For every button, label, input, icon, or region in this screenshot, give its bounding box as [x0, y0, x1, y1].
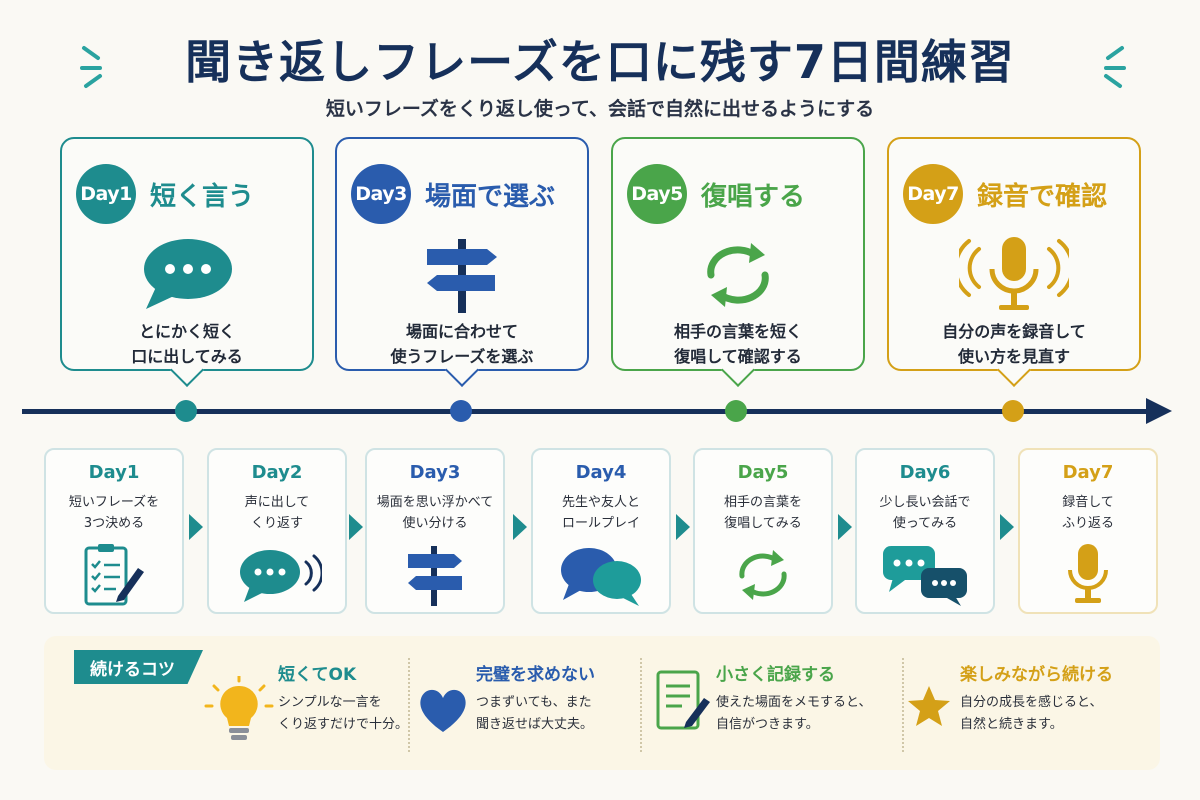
highlight-card-day1: Day1 短く言う とにかく短く 口に出してみる	[60, 137, 314, 387]
card-description: 相手の言葉を短く 復唱して確認する	[673, 322, 802, 366]
lightbulb-icon	[204, 676, 274, 740]
sparkle-left-icon	[80, 46, 102, 88]
highlight-card-day5: Day5 復唱する 相手の言葉を短く 復唱して確認する	[611, 137, 865, 387]
day-description: 声に出して くり返す	[244, 495, 310, 531]
highlight-card-day7: Day7 録音で確認 自分の声を録音して 使い方を見直す	[887, 137, 1141, 387]
step-arrow-icon	[838, 514, 852, 540]
star-icon	[908, 686, 950, 726]
day-badge: Day3	[351, 164, 411, 224]
tip-description: つまずいても、また 聞き返せば大丈夫。	[476, 695, 594, 732]
notepad-pencil-icon	[656, 670, 710, 730]
day-card-5: Day5 相手の言葉を 復唱してみる	[693, 448, 833, 614]
tip-description: シンプルな一言を くり返すだけで十分。	[278, 695, 409, 732]
tip-divider	[640, 658, 642, 752]
step-arrow-icon	[349, 514, 363, 540]
day-card-7: Day7 録音して ふり返る	[1018, 448, 1158, 614]
step-arrow-icon	[1000, 514, 1014, 540]
card-description: 自分の声を録音して 使い方を見直す	[942, 322, 1086, 366]
card-title: 場面で選ぶ	[425, 181, 556, 212]
page-subtitle: 短いフレーズをくり返し使って、会話で自然に出せるようにする	[325, 98, 875, 120]
speech-bubble-icon	[144, 239, 232, 309]
day-label: Day2	[251, 462, 303, 483]
timeline-node-day5	[725, 400, 747, 422]
conversation-bubbles-icon	[561, 548, 641, 606]
highlight-card-day3: Day3 場面で選ぶ 場面に合わせて 使うフレーズを選ぶ	[335, 137, 589, 387]
day-card-3: Day3 場面を思い浮かべて 使い分ける	[365, 448, 505, 614]
tip-divider	[408, 658, 410, 752]
day-description: 先生や友人と ロールプレイ	[561, 495, 640, 531]
tip-title: 楽しみながら続ける	[960, 665, 1113, 685]
step-arrow-icon	[189, 514, 203, 540]
tip-description: 自分の成長を感じると、 自然と続きます。	[960, 695, 1103, 732]
chat-bubbles-icon	[883, 546, 967, 606]
day-label: Day6	[899, 462, 951, 483]
timeline-arrow	[22, 398, 1172, 424]
card-title: 復唱する	[701, 181, 806, 212]
day-description: 相手の言葉を 復唱してみる	[723, 495, 802, 531]
card-title: 短く言う	[150, 181, 255, 212]
day-label: Day1	[88, 462, 140, 483]
card-description: 場面に合わせて 使うフレーズを選ぶ	[390, 322, 534, 366]
signpost-icon	[408, 546, 462, 606]
day-label: Day4	[575, 462, 627, 483]
card-description: とにかく短く 口に出してみる	[131, 322, 243, 366]
day-card-4: Day4 先生や友人と ロールプレイ	[531, 448, 671, 614]
repeat-arrows-icon	[707, 243, 769, 307]
day-description: 録音して ふり返る	[1061, 495, 1114, 531]
sparkle-right-icon	[1104, 46, 1126, 88]
tip-title: 完璧を求めない	[476, 665, 595, 685]
day-description: 場面を思い浮かべて 使い分ける	[376, 495, 494, 531]
page-title: 聞き返しフレーズを口に残す7日間練習	[185, 35, 1015, 89]
heart-icon	[420, 689, 466, 732]
speaking-bubble-icon	[240, 550, 322, 602]
day-badge: Day5	[627, 164, 687, 224]
repeat-arrows-icon	[739, 550, 787, 600]
day-label: Day3	[409, 462, 461, 483]
timeline-node-day1	[175, 400, 197, 422]
step-arrow-icon	[676, 514, 690, 540]
tips-tag: 続けるコツ	[74, 650, 203, 684]
day-badge: Day7	[903, 164, 963, 224]
clipboard-checklist-icon	[84, 544, 144, 606]
tip-divider	[902, 658, 904, 752]
day-label: Day5	[737, 462, 789, 483]
tip-title: 小さく記録する	[716, 665, 835, 685]
day-card-1: Day1 短いフレーズを 3つ決める	[44, 448, 184, 614]
step-arrow-icon	[513, 514, 527, 540]
tip-title: 短くてOK	[278, 665, 357, 685]
day-card-2: Day2 声に出して くり返す	[207, 448, 347, 614]
tip-description: 使えた場面をメモすると、 自信がつきます。	[716, 695, 872, 732]
tips-section: 続けるコツ 短くてOK シンプルな一言を くり返すだけで十分。 完璧を求めない …	[44, 636, 1160, 770]
microphone-icon	[1068, 544, 1108, 603]
timeline-node-day3	[450, 400, 472, 422]
timeline-node-day7	[1002, 400, 1024, 422]
day-label: Day7	[1062, 462, 1114, 483]
day-description: 少し長い会話で 使ってみる	[879, 495, 971, 531]
signpost-icon	[427, 239, 497, 313]
day-description: 短いフレーズを 3つ決める	[68, 495, 160, 531]
microphone-icon	[959, 237, 1069, 310]
day-card-6: Day6 少し長い会話で 使ってみる	[855, 448, 995, 614]
card-title: 録音で確認	[977, 181, 1108, 212]
day-badge: Day1	[76, 164, 136, 224]
